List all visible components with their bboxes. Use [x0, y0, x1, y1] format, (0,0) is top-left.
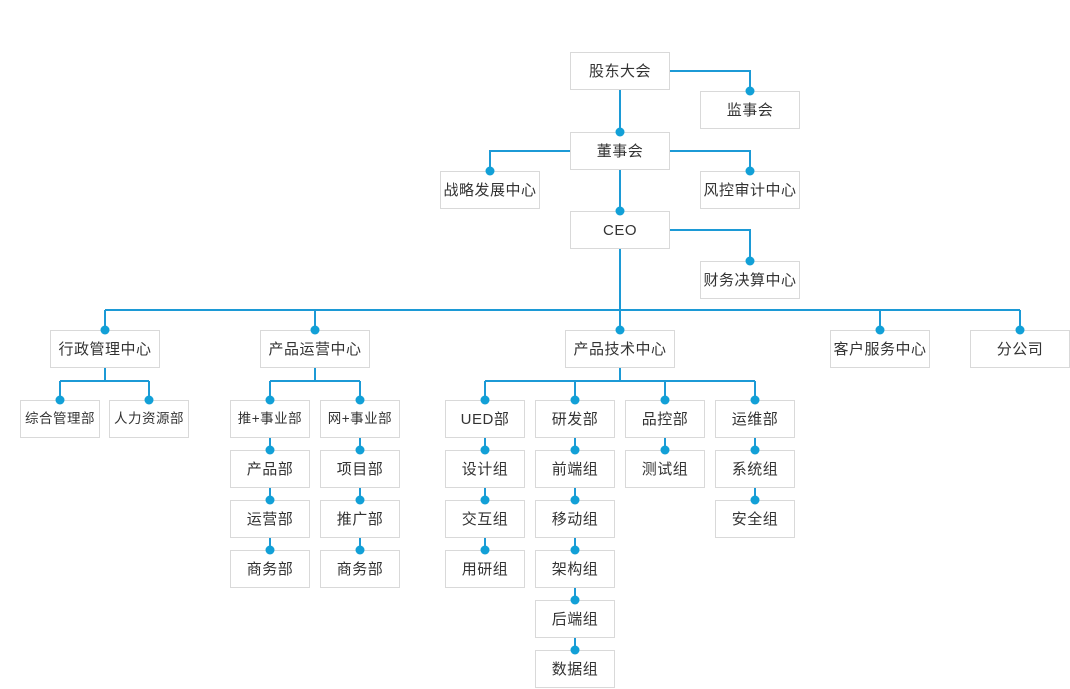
connector-dot: [310, 325, 320, 335]
node-architecture-group[interactable]: 架构组: [535, 550, 615, 588]
node-data-group[interactable]: 数据组: [535, 650, 615, 688]
connector-dot: [570, 395, 580, 405]
node-customer-service-center[interactable]: 客户服务中心: [830, 330, 930, 368]
node-test-group[interactable]: 测试组: [625, 450, 705, 488]
node-strategy-development-center[interactable]: 战略发展中心: [440, 171, 540, 209]
node-hr-dept[interactable]: 人力资源部: [109, 400, 189, 438]
connector-dot: [745, 86, 755, 96]
node-system-group[interactable]: 系统组: [715, 450, 795, 488]
node-interaction-group[interactable]: 交互组: [445, 500, 525, 538]
connector-dot: [660, 395, 670, 405]
node-admin-management-center[interactable]: 行政管理中心: [50, 330, 160, 368]
node-product-operations-center[interactable]: 产品运营中心: [260, 330, 370, 368]
connector-dot: [1015, 325, 1025, 335]
node-security-group[interactable]: 安全组: [715, 500, 795, 538]
connector-dot: [480, 395, 490, 405]
node-ceo[interactable]: CEO: [570, 211, 670, 249]
node-board-of-directors[interactable]: 董事会: [570, 132, 670, 170]
node-rd-dept[interactable]: 研发部: [535, 400, 615, 438]
node-board-of-supervisors[interactable]: 监事会: [700, 91, 800, 129]
node-risk-audit-center[interactable]: 风控审计中心: [700, 171, 800, 209]
connector-dot: [570, 495, 580, 505]
connector-dot: [265, 545, 275, 555]
node-operations-dept[interactable]: 运营部: [230, 500, 310, 538]
node-project-dept[interactable]: 项目部: [320, 450, 400, 488]
connector-dot: [355, 445, 365, 455]
connector-dot: [485, 166, 495, 176]
connector-dot: [265, 395, 275, 405]
node-ops-maintenance-dept[interactable]: 运维部: [715, 400, 795, 438]
connector-dot: [745, 166, 755, 176]
connector-dot: [570, 595, 580, 605]
connector-dot: [660, 445, 670, 455]
node-wang-business-unit[interactable]: 网+事业部: [320, 400, 400, 438]
connector-dot: [750, 395, 760, 405]
connector-dot: [750, 495, 760, 505]
node-shareholders-meeting[interactable]: 股东大会: [570, 52, 670, 90]
node-backend-group[interactable]: 后端组: [535, 600, 615, 638]
node-product-dept[interactable]: 产品部: [230, 450, 310, 488]
connector-dot: [570, 445, 580, 455]
connector-dot: [480, 545, 490, 555]
connector-dot: [144, 395, 154, 405]
node-tui-business-unit[interactable]: 推+事业部: [230, 400, 310, 438]
node-finance-settlement-center[interactable]: 财务决算中心: [700, 261, 800, 299]
node-product-technology-center[interactable]: 产品技术中心: [565, 330, 675, 368]
node-business-dept-right[interactable]: 商务部: [320, 550, 400, 588]
connector-dot: [355, 495, 365, 505]
connector-dot: [265, 445, 275, 455]
connector-dot: [570, 645, 580, 655]
node-business-dept-left[interactable]: 商务部: [230, 550, 310, 588]
connector-dot: [615, 127, 625, 137]
connector-dot: [750, 445, 760, 455]
node-quality-control-dept[interactable]: 品控部: [625, 400, 705, 438]
connector-dot: [265, 495, 275, 505]
connector-dot: [875, 325, 885, 335]
connector-dot: [615, 325, 625, 335]
connector-dot: [480, 495, 490, 505]
node-branch-company[interactable]: 分公司: [970, 330, 1070, 368]
connector-dot: [355, 395, 365, 405]
connector-dot: [480, 445, 490, 455]
node-user-research-group[interactable]: 用研组: [445, 550, 525, 588]
node-design-group[interactable]: 设计组: [445, 450, 525, 488]
node-mobile-group[interactable]: 移动组: [535, 500, 615, 538]
node-ued-dept[interactable]: UED部: [445, 400, 525, 438]
connector-dot: [570, 545, 580, 555]
connector-dot: [745, 256, 755, 266]
connector-dot: [615, 206, 625, 216]
node-frontend-group[interactable]: 前端组: [535, 450, 615, 488]
node-general-admin-dept[interactable]: 综合管理部: [20, 400, 100, 438]
connector-dot: [55, 395, 65, 405]
node-promotion-dept[interactable]: 推广部: [320, 500, 400, 538]
connector-dot: [355, 545, 365, 555]
connector-dot: [100, 325, 110, 335]
